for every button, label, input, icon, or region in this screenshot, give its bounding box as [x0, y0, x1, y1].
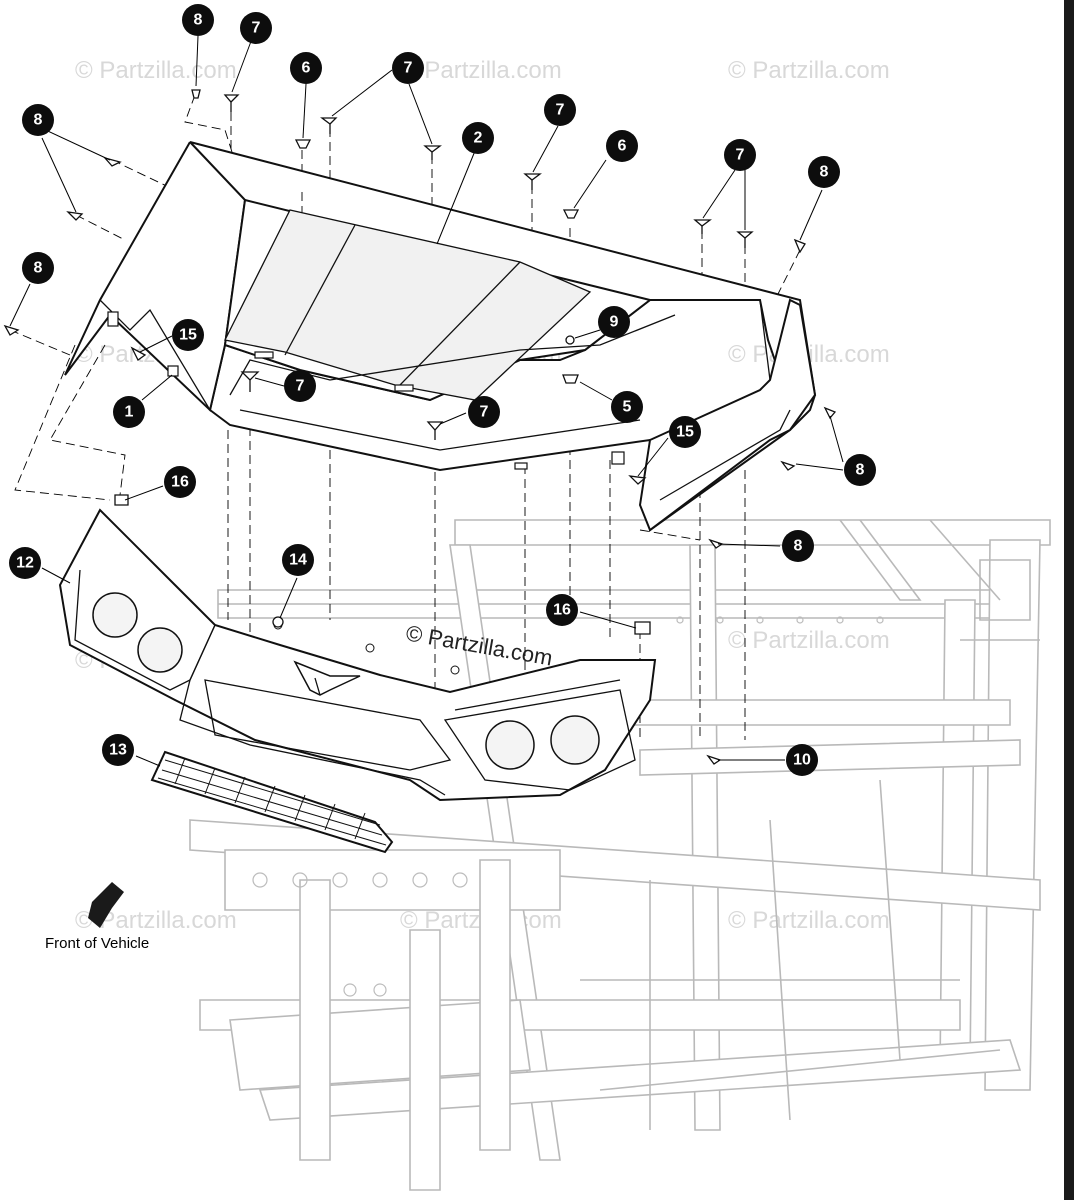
svg-text:12: 12	[16, 555, 34, 572]
callout-6: 6	[606, 130, 638, 162]
front-of-vehicle-label: Front of Vehicle	[45, 935, 149, 952]
vehicle-frame	[189, 519, 1051, 1191]
callout-7: 7	[724, 139, 756, 171]
hood-assembly	[64, 141, 817, 532]
svg-text:6: 6	[302, 60, 311, 77]
right-edge-bar	[1064, 0, 1074, 1200]
callout-7: 7	[392, 52, 424, 84]
svg-text:15: 15	[179, 327, 197, 344]
svg-text:7: 7	[480, 404, 489, 421]
svg-text:6: 6	[618, 138, 627, 155]
svg-text:7: 7	[252, 20, 261, 37]
svg-text:1: 1	[125, 404, 134, 421]
callout-16: 16	[164, 466, 196, 498]
callout-16: 16	[546, 594, 578, 626]
callout-7: 7	[468, 396, 500, 428]
callout-6: 6	[290, 52, 322, 84]
callout-15: 15	[172, 319, 204, 351]
svg-text:7: 7	[296, 378, 305, 395]
svg-text:9: 9	[610, 314, 619, 331]
callout-8: 8	[844, 454, 876, 486]
svg-text:7: 7	[556, 102, 565, 119]
callout-7: 7	[284, 370, 316, 402]
watermark: © Partzilla.com	[728, 57, 890, 84]
fasteners	[3, 89, 837, 765]
svg-text:10: 10	[793, 752, 811, 769]
svg-text:16: 16	[553, 602, 571, 619]
mesh-grille	[150, 750, 394, 854]
callout-1: 1	[113, 396, 145, 428]
callout-8: 8	[808, 156, 840, 188]
callouts: 8 7 6 7 8 2 7 6 7 8 8 15 9 1 7 7 5 15 8 …	[9, 4, 876, 776]
svg-text:14: 14	[289, 552, 307, 569]
callout-14: 14	[282, 544, 314, 576]
front-fascia	[58, 508, 657, 802]
callout-2: 2	[462, 122, 494, 154]
svg-text:8: 8	[34, 260, 43, 277]
callout-7: 7	[544, 94, 576, 126]
callout-7: 7	[240, 12, 272, 44]
callout-5: 5	[611, 391, 643, 423]
callout-8: 8	[22, 104, 54, 136]
callout-8: 8	[182, 4, 214, 36]
callout-8: 8	[22, 252, 54, 284]
svg-text:2: 2	[474, 130, 483, 147]
watermark: © Partzilla.com	[400, 57, 562, 84]
svg-text:5: 5	[623, 399, 632, 416]
watermark: © Partzilla.com	[728, 907, 890, 934]
watermark: © Partzilla.com	[728, 627, 890, 654]
leader-lines	[9, 35, 844, 767]
svg-text:8: 8	[194, 12, 203, 29]
callout-10: 10	[786, 744, 818, 776]
svg-text:7: 7	[404, 60, 413, 77]
watermark: © Partzilla.com	[75, 57, 237, 84]
callout-13: 13	[102, 734, 134, 766]
svg-text:13: 13	[109, 742, 127, 759]
front-of-vehicle-indicator: Front of Vehicle	[45, 882, 149, 952]
svg-text:8: 8	[34, 112, 43, 129]
callout-12: 12	[9, 547, 41, 579]
svg-text:15: 15	[676, 424, 694, 441]
callout-9: 9	[598, 306, 630, 338]
svg-text:8: 8	[794, 538, 803, 555]
callout-15: 15	[669, 416, 701, 448]
callout-8: 8	[782, 530, 814, 562]
svg-text:7: 7	[736, 147, 745, 164]
arrow-icon	[88, 882, 124, 928]
svg-text:8: 8	[820, 164, 829, 181]
svg-text:16: 16	[171, 474, 189, 491]
svg-text:8: 8	[856, 462, 865, 479]
